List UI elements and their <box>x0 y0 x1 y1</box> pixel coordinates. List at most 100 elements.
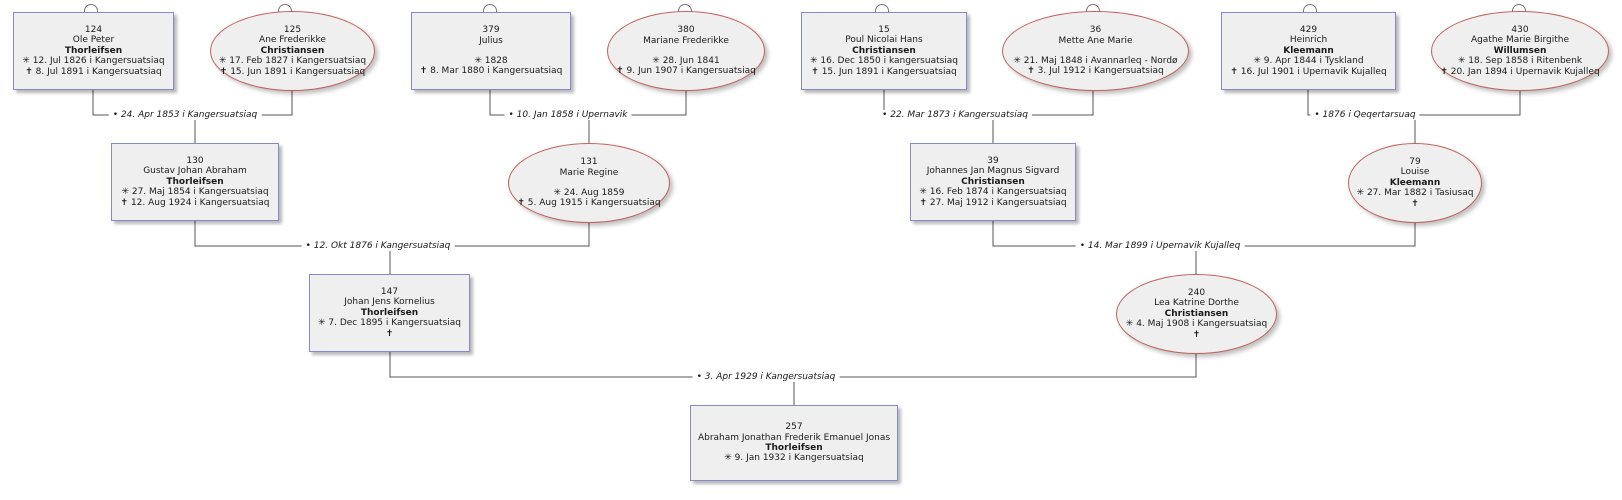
marriage-label: • 24. Apr 1853 i Kangersuatsiaq <box>108 110 262 120</box>
expand-ancestors-icon[interactable] <box>1086 4 1100 13</box>
person-death: ✝ 5. Aug 1915 i Kangersuatsiaq <box>517 198 661 209</box>
person-id: 430 <box>1511 24 1529 35</box>
person-birth: ✳ 18. Sep 1858 i Ritenbenk <box>1457 56 1583 67</box>
person-id: 240 <box>1187 287 1206 298</box>
person-death: ✝ 3. Jul 1912 i Kangersuatsiaq <box>1027 66 1164 77</box>
expand-ancestors-icon[interactable] <box>483 4 497 13</box>
person-death: ✝ 8. Mar 1880 i Kangersuatsiaq <box>419 66 563 77</box>
marriage-label: • 22. Mar 1873 i Kangersuatsiaq <box>878 110 1032 120</box>
person-id: 15 <box>878 24 890 35</box>
person-birth: ✳ 24. Aug 1859 <box>553 188 625 198</box>
person-card-male[interactable]: 15 Poul Nicolai Hans Christiansen ✳ 16. … <box>801 12 967 90</box>
person-surname: Thorleifsen <box>360 307 419 318</box>
person-given-name: Ane Frederikke <box>259 35 326 46</box>
person-birth: ✳ 4. Maj 1908 i Kangersuatsiaq <box>1125 319 1268 330</box>
person-birth: ✳ 9. Apr 1844 i Tyskland <box>1253 56 1364 67</box>
person-surname: Thorleifsen <box>64 45 123 56</box>
person-id: 380 <box>677 25 695 36</box>
person-death: ✝ 15. Jun 1891 i Kangersuatsiaq <box>219 66 366 77</box>
expand-ancestors-icon[interactable] <box>278 4 292 13</box>
person-death: ✝ 9. Jun 1907 i Kangersuatsiaq <box>616 66 756 77</box>
person-id: 257 <box>785 422 803 433</box>
person-surname: Thorleifsen <box>765 443 823 453</box>
person-surname: Kleemann <box>1389 177 1441 188</box>
person-death: ✝ 16. Jul 1901 i Upernavik Kujalleq <box>1230 66 1387 77</box>
person-given-name: Poul Nicolai Hans <box>845 35 923 46</box>
person-birth: ✳ 12. Jul 1826 i Kangersuatsiaq <box>22 56 165 67</box>
person-birth: ✳ 16. Feb 1874 i Kangersuatsiaq <box>919 187 1067 198</box>
person-birth: ✳ 9. Jan 1932 i Kangersuatsiaq <box>724 453 864 464</box>
person-given-name: Louise <box>1400 167 1430 178</box>
person-card-male[interactable]: 124 Ole Peter Thorleifsen ✳ 12. Jul 1826… <box>13 12 174 90</box>
person-death: ✝ <box>385 328 394 339</box>
person-id: 79 <box>1409 156 1421 167</box>
person-given-name: Johan Jens Kornelius <box>344 297 435 308</box>
marriage-label: • 3. Apr 1929 i Kangersuatsiaq <box>692 372 840 382</box>
person-card-female[interactable]: 380 Mariane Frederikke ✳ 28. Jun 1841 ✝ … <box>607 11 765 91</box>
person-given-name: Ole Peter <box>72 35 115 46</box>
person-death: ✝ <box>1411 198 1419 209</box>
expand-ancestors-icon[interactable] <box>678 4 692 13</box>
person-card-male[interactable]: 379 Julius ✳ 1828 ✝ 8. Mar 1880 i Kanger… <box>411 12 571 90</box>
person-death: ✝ 8. Jul 1891 i Kangersuatsiaq <box>25 66 162 77</box>
expand-ancestors-icon[interactable] <box>1303 4 1317 13</box>
person-id: 130 <box>186 155 204 166</box>
person-death: ✝ <box>1192 329 1201 340</box>
person-given-name: Lea Katrine Dorthe <box>1154 298 1239 309</box>
person-birth: ✳ 1828 <box>474 56 508 66</box>
person-birth: ✳ 27. Maj 1854 i Kangersuatsiaq <box>121 187 269 198</box>
person-birth: ✳ 17. Feb 1827 i Kangersuatsiaq <box>218 56 367 67</box>
person-id: 379 <box>482 25 500 36</box>
person-id: 36 <box>1089 25 1102 36</box>
person-death: ✝ 12. Aug 1924 i Kangersuatsiaq <box>120 197 270 208</box>
marriage-label: • 14. Mar 1899 i Upernavik Kujalleq <box>1075 241 1245 251</box>
person-card-female[interactable]: 430 Agathe Marie Birgithe Willumsen ✳ 18… <box>1431 11 1609 91</box>
person-birth: ✳ 21. Maj 1848 i Avannarleq - Nordø <box>1013 56 1178 66</box>
person-surname: Christiansen <box>852 45 916 56</box>
person-death: ✝ 27. Maj 1912 i Kangersuatsiaq <box>919 197 1067 208</box>
marriage-label: • 1876 i Qeqertarsuaq <box>1310 110 1420 120</box>
person-death: ✝ 20. Jan 1894 i Upernavik Kujalleq <box>1440 66 1600 77</box>
person-surname: Christiansen <box>1164 308 1229 319</box>
person-id: 39 <box>987 155 999 166</box>
person-card-female[interactable]: 36 Mette Ane Marie ✳ 21. Maj 1848 i Avan… <box>1002 11 1189 91</box>
person-card-female[interactable]: 131 Marie Regine ✳ 24. Aug 1859 ✝ 5. Aug… <box>508 143 670 223</box>
person-birth: ✳ 7. Dec 1895 i Kangersuatsiaq <box>317 318 462 329</box>
person-given-name: Gustav Johan Abraham <box>143 166 247 177</box>
marriage-label: • 12. Okt 1876 i Kangersuatsiaq <box>301 241 455 251</box>
person-card-male[interactable]: 147 Johan Jens Kornelius Thorleifsen ✳ 7… <box>309 274 470 352</box>
person-id: 429 <box>1299 24 1318 35</box>
person-surname: Kleemann <box>1283 45 1334 56</box>
expand-ancestors-icon[interactable] <box>1512 4 1526 13</box>
person-id: 125 <box>283 24 302 35</box>
person-given-name: Heinrich <box>1289 35 1328 46</box>
person-id: 147 <box>380 286 399 297</box>
person-id: 131 <box>580 157 598 168</box>
person-birth: ✳ 27. Mar 1882 i Tasiusaq <box>1356 188 1474 199</box>
expand-ancestors-icon[interactable] <box>875 4 889 13</box>
person-given-name: Agathe Marie Birgithe <box>1470 35 1570 46</box>
marriage-label: • 10. Jan 1858 i Upernavik <box>504 110 632 120</box>
person-given-name: Abraham Jonathan Frederik Emanuel Jonas <box>697 432 891 443</box>
person-surname: Christiansen <box>260 45 325 56</box>
person-card-female[interactable]: 125 Ane Frederikke Christiansen ✳ 17. Fe… <box>210 11 375 91</box>
person-given-name: Marie Regine <box>559 167 619 178</box>
person-given-name: Julius <box>479 35 503 46</box>
person-birth: ✳ 16. Dec 1850 i kangersuatsiaq <box>809 56 959 67</box>
person-card-female[interactable]: 79 Louise Kleemann ✳ 27. Mar 1882 i Tasi… <box>1348 143 1482 223</box>
expand-ancestors-icon[interactable] <box>84 4 98 13</box>
person-surname: Willumsen <box>1493 45 1547 56</box>
person-birth: ✳ 28. Jun 1841 <box>652 56 720 66</box>
person-card-male[interactable]: 429 Heinrich Kleemann ✳ 9. Apr 1844 i Ty… <box>1221 12 1396 90</box>
person-card-male[interactable]: 130 Gustav Johan Abraham Thorleifsen ✳ 2… <box>111 143 279 221</box>
person-surname: Christiansen <box>961 176 1025 187</box>
person-card-male[interactable]: 39 Johannes Jan Magnus Sigvard Christian… <box>910 143 1076 221</box>
person-given-name: Mette Ane Marie <box>1058 35 1133 46</box>
person-surname: Thorleifsen <box>166 176 224 187</box>
person-card-male[interactable]: 257 Abraham Jonathan Frederik Emanuel Jo… <box>690 405 898 481</box>
person-given-name: Johannes Jan Magnus Sigvard <box>926 166 1060 177</box>
person-id: 124 <box>84 24 103 35</box>
person-given-name: Mariane Frederikke <box>643 35 729 46</box>
person-card-female[interactable]: 240 Lea Katrine Dorthe Christiansen ✳ 4.… <box>1116 274 1277 354</box>
person-death: ✝ 15. Jun 1891 i Kangersuatsiaq <box>811 66 957 77</box>
